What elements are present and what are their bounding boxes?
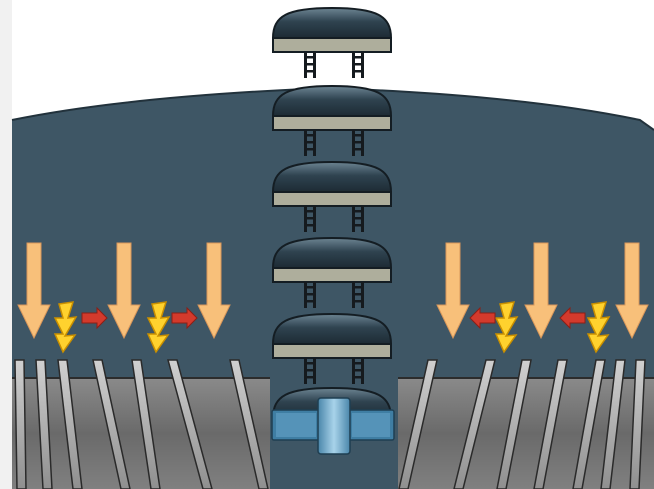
rod-left-1 [15,360,26,489]
